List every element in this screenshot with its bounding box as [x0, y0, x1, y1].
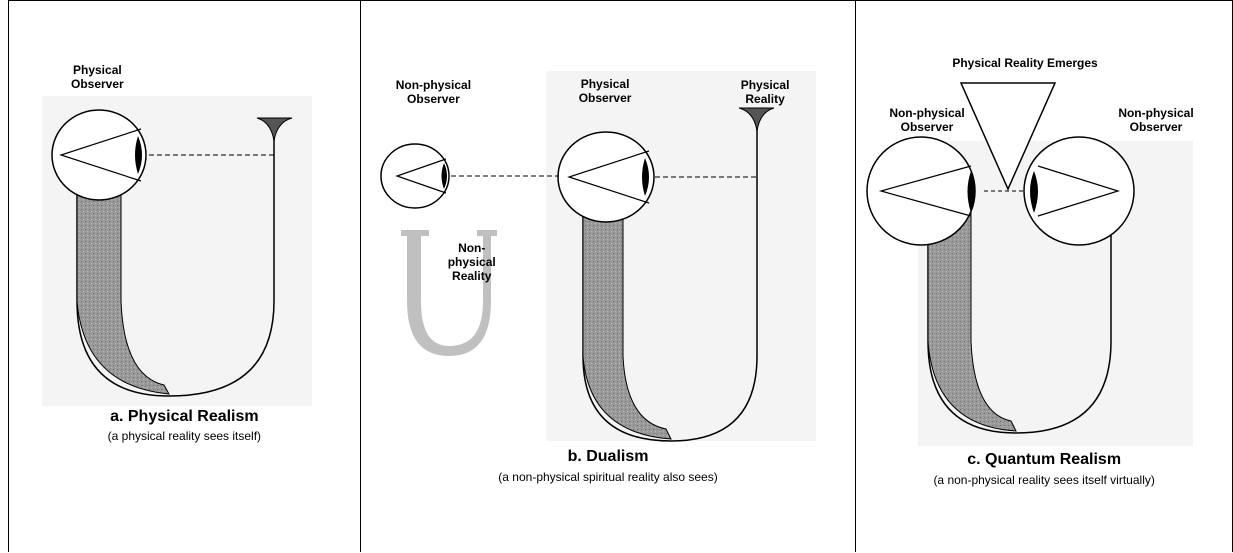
- label-physical-reality: Physical Reality: [741, 78, 790, 106]
- label-right-non-physical-observer: Non-physical Observer: [1118, 106, 1193, 134]
- non-physical-eyeball: [381, 144, 449, 208]
- panel-subtitle: (a physical reality sees itself): [9, 429, 360, 443]
- figure-frame: Physical Observer a. Physical Realism (a…: [8, 0, 1233, 552]
- panel-subtitle: (a non-physical reality sees itself virt…: [856, 473, 1232, 487]
- panel-title: c. Quantum Realism: [856, 451, 1232, 469]
- label-non-physical-reality: Non- physical Reality: [448, 241, 496, 283]
- eyeball: [52, 110, 146, 200]
- panel-physical-realism: Physical Observer a. Physical Realism (a…: [9, 1, 361, 552]
- label-non-physical-observer: Non-physical Observer: [396, 78, 471, 106]
- panel-subtitle: (a non-physical spiritual reality also s…: [361, 470, 856, 484]
- panel-title: b. Dualism: [361, 448, 856, 466]
- panel-quantum-realism: Physical Reality Emerges Non-physical Ob…: [856, 1, 1233, 552]
- diagram-physical-realism: [9, 1, 361, 553]
- physical-eyeball: [558, 132, 654, 222]
- diagram-quantum-realism: [856, 1, 1233, 553]
- label-left-non-physical-observer: Non-physical Observer: [889, 106, 964, 134]
- label-physical-observer: Physical Observer: [71, 63, 124, 91]
- label-physical-observer: Physical Observer: [579, 77, 632, 105]
- label-physical-reality-emerges: Physical Reality Emerges: [952, 56, 1097, 70]
- panel-title: a. Physical Realism: [9, 408, 360, 426]
- panel-dualism: Non-physical Observer Physical Observer …: [361, 1, 857, 552]
